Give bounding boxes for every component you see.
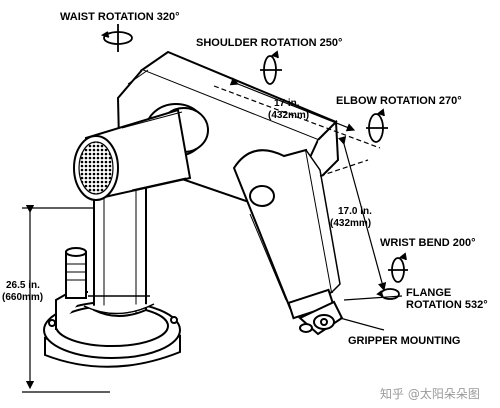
wrist-bend-label: WRIST BEND 200° — [380, 237, 475, 249]
gripper-mounting-label: GRIPPER MOUNTING — [348, 335, 460, 347]
waist-column — [83, 186, 155, 317]
rotation-arrow-icon — [366, 108, 388, 143]
flange-rotation-label-line1: FLANGE — [406, 287, 451, 299]
rotation-arrow-icon — [376, 288, 400, 300]
rotation-arrow-icon — [100, 24, 133, 52]
dimension-lines — [22, 77, 403, 393]
rotation-arrow-icon — [260, 50, 282, 85]
forearm-dimension-metric: (432mm) — [330, 218, 371, 229]
forearm-dimension-value: 17.0 in. — [338, 206, 372, 217]
flange-rotation-label-line2: ROTATION 532° — [406, 299, 488, 311]
rotation-arrow-icon — [388, 252, 408, 283]
watermark: 知乎 @太阳朵朵图 — [380, 386, 480, 401]
waist-rotation-label: WAIST ROTATION 320° — [60, 11, 180, 23]
height-dimension-metric: (660mm) — [2, 292, 43, 303]
height-dimension-value: 26.5 in. — [6, 280, 40, 291]
shoulder-rotation-label: SHOULDER ROTATION 250° — [196, 37, 342, 49]
upper-arm-tube — [73, 108, 192, 201]
elbow-rotation-label: ELBOW ROTATION 270° — [336, 95, 462, 107]
upper-arm-dimension-metric: (432mm) — [268, 110, 309, 121]
base-motor — [65, 247, 87, 299]
robot-base — [43, 291, 181, 368]
upper-arm-dimension-value: 17 in. — [274, 98, 300, 109]
